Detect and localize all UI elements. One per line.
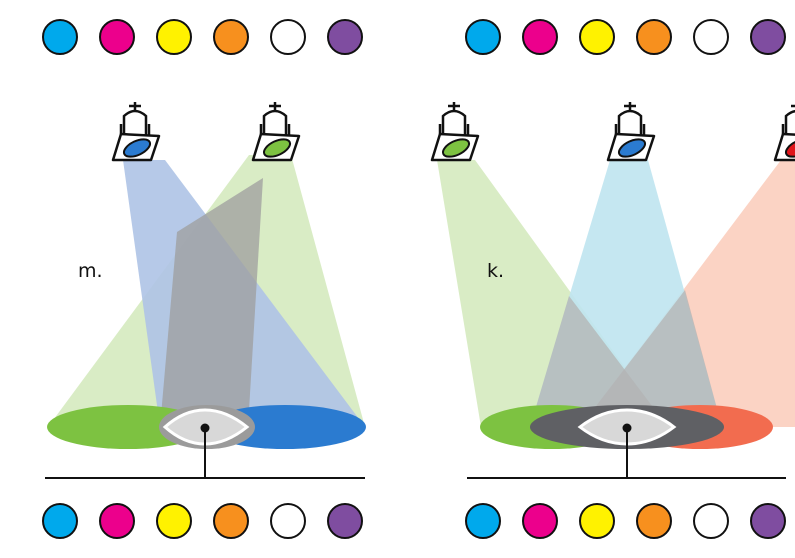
color-swatch (327, 19, 363, 55)
top-color-swatches-left (42, 19, 363, 55)
stage-light-icon (773, 100, 795, 162)
color-swatch (327, 503, 363, 539)
top-color-swatches-right (465, 19, 786, 55)
stage-light-icon (606, 100, 656, 162)
panel-m: m. (45, 100, 366, 479)
color-swatch (522, 19, 558, 55)
color-swatch (270, 19, 306, 55)
color-swatch (465, 19, 501, 55)
color-swatch (750, 503, 786, 539)
color-swatch (750, 19, 786, 55)
panel-label: k. (487, 260, 504, 282)
color-swatch (693, 19, 729, 55)
color-swatch (213, 19, 249, 55)
color-swatch (465, 503, 501, 539)
panel-label: m. (78, 260, 103, 282)
color-swatch (42, 19, 78, 55)
color-swatch (636, 503, 672, 539)
color-swatch (522, 503, 558, 539)
color-swatch (42, 503, 78, 539)
color-swatch (693, 503, 729, 539)
beam-overlap (580, 290, 722, 427)
color-swatch (213, 503, 249, 539)
color-swatch (156, 503, 192, 539)
color-swatch (579, 19, 615, 55)
color-swatch (579, 503, 615, 539)
color-swatch (99, 19, 135, 55)
bottom-color-swatches-right (465, 503, 786, 539)
stage-light-icon (251, 100, 301, 162)
color-swatch (636, 19, 672, 55)
color-swatch (99, 503, 135, 539)
stage-light-icon (111, 100, 161, 162)
color-swatch (270, 503, 306, 539)
color-swatch (156, 19, 192, 55)
panel-k: k. (430, 100, 795, 479)
bottom-color-swatches-left (42, 503, 363, 539)
beam-overlap (160, 178, 263, 427)
stage-light-icon (430, 100, 480, 162)
